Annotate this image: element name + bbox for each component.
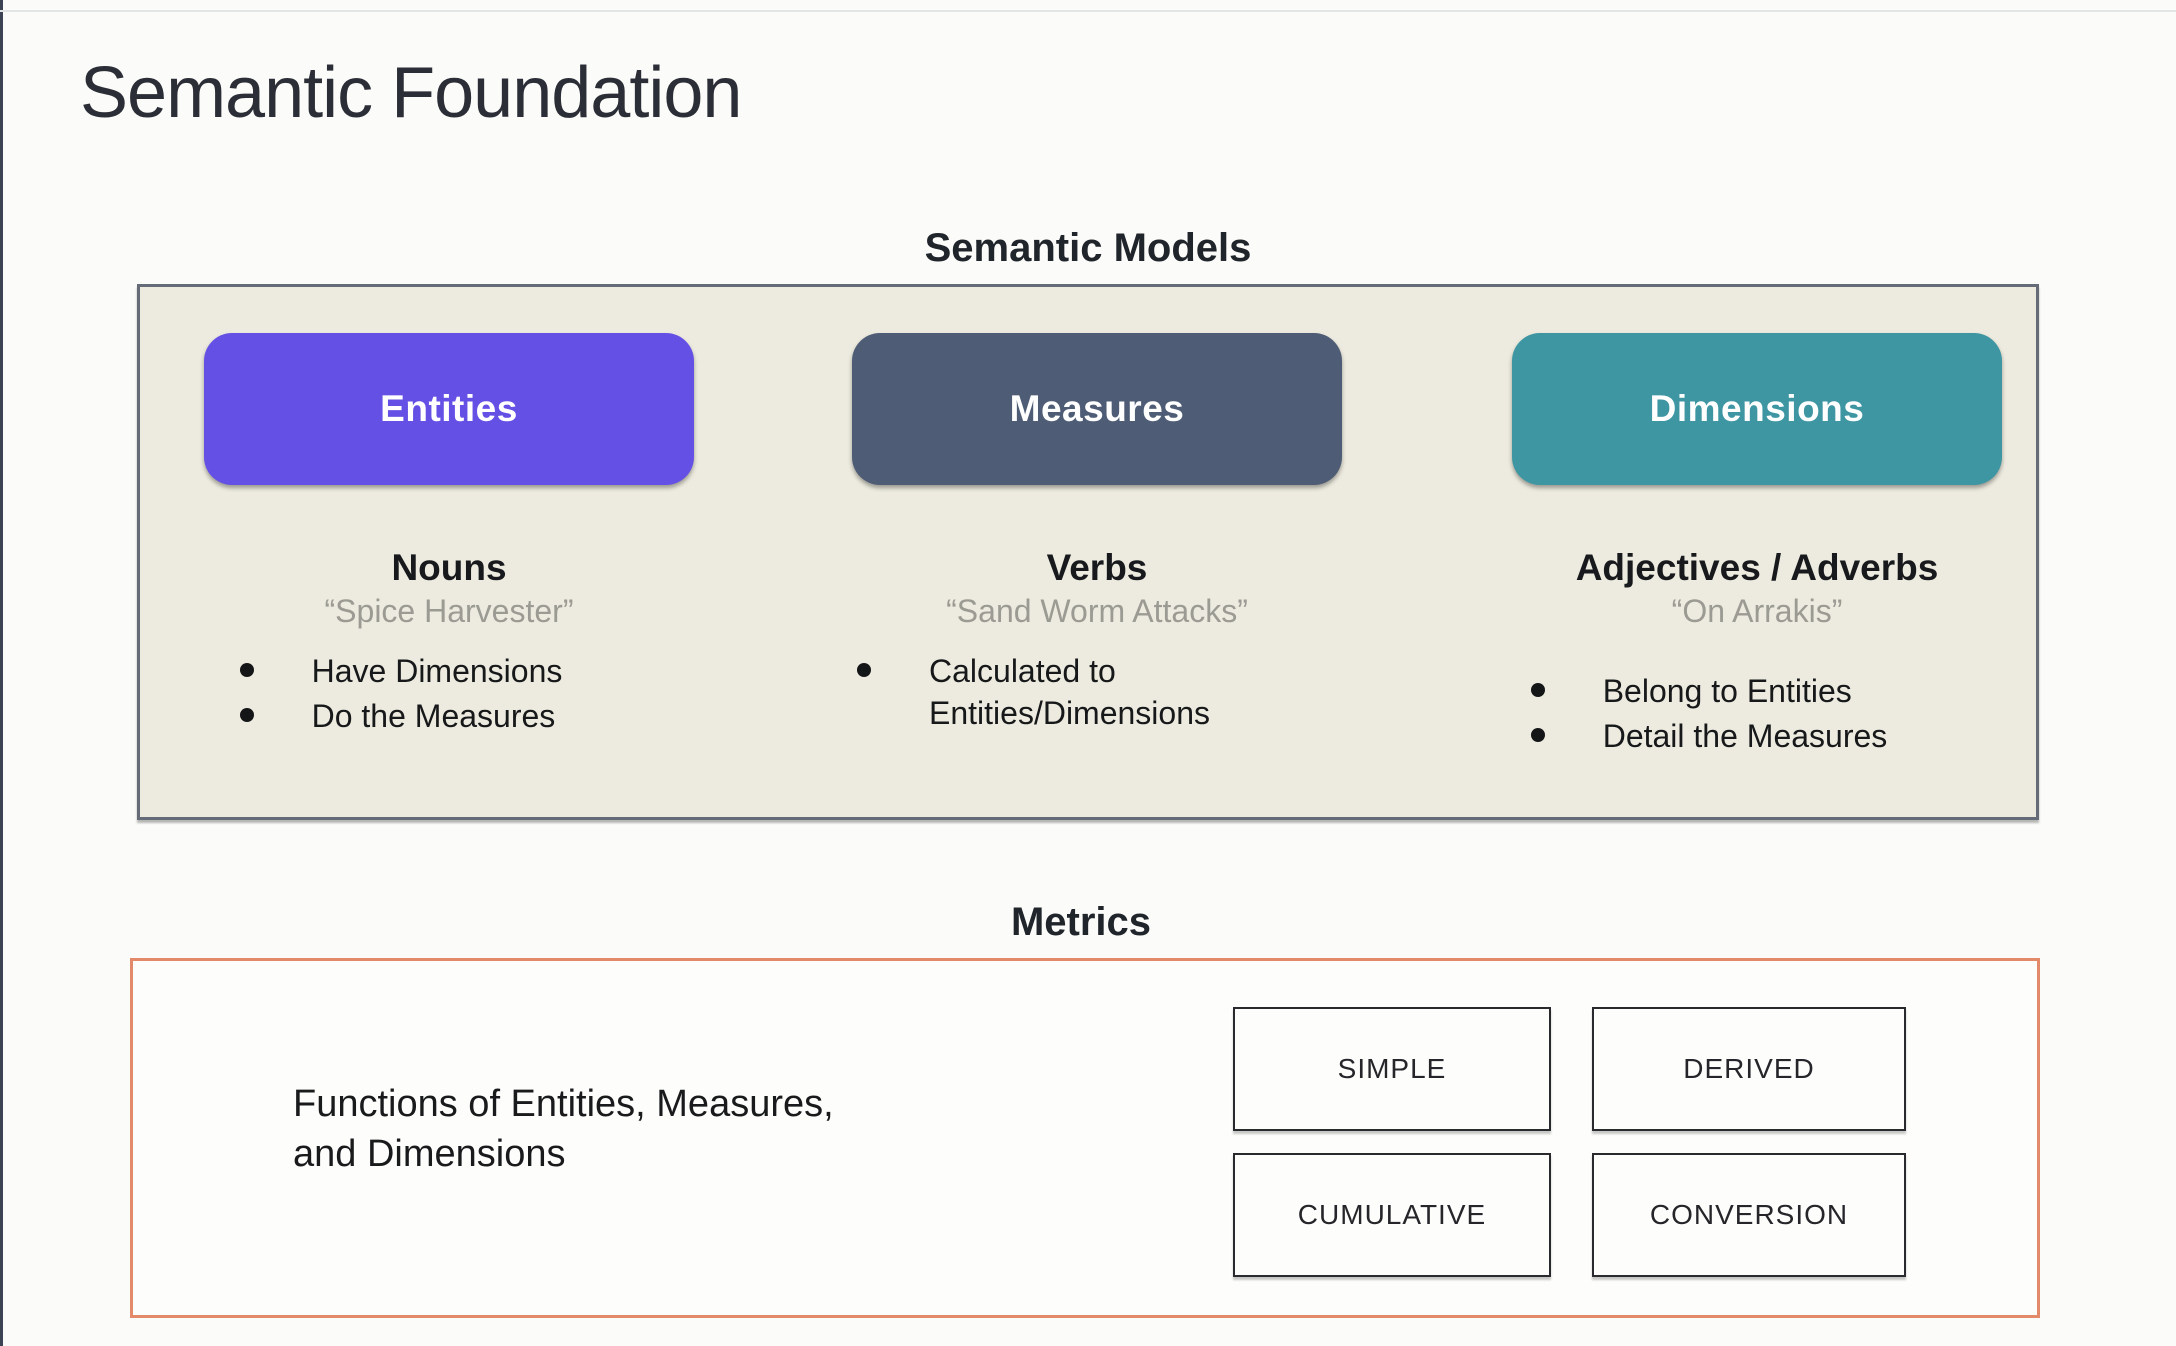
entities-heading: Nouns	[391, 547, 507, 588]
metrics-heading: Metrics	[1010, 900, 1152, 944]
dimensions-heading: Adjectives / Adverbs	[1575, 547, 1939, 588]
window-top-line	[0, 10, 2176, 12]
semantic-models-heading: Semantic Models	[924, 226, 1252, 270]
measures-heading: Verbs	[1046, 547, 1148, 588]
entities-example: “Spice Harvester”	[324, 593, 574, 629]
dimensions-example: “On Arrakis”	[1671, 593, 1843, 629]
metrics-description: Functions of Entities, Measures, and Dim…	[293, 1083, 834, 1176]
bullet-text: Calculated to Entities/Dimensions	[929, 653, 1210, 732]
slide-title: Semantic Foundation	[80, 53, 742, 133]
dimensions-column: Dimensions Adjectives / Adverbs “On Arra…	[1477, 287, 2037, 760]
measures-example: “Sand Worm Attacks”	[946, 593, 1248, 629]
metric-type-conversion: CONVERSION	[1592, 1153, 1906, 1277]
dimensions-pill: Dimensions	[1512, 333, 2002, 485]
measures-column: Measures Verbs “Sand Worm Attacks” Calcu…	[817, 287, 1377, 737]
bullet-item: Have Dimensions	[239, 650, 563, 692]
metrics-panel: Functions of Entities, Measures, and Dim…	[130, 958, 2040, 1318]
entities-bullet-list: Have Dimensions Do the Measures	[239, 650, 563, 737]
dimensions-bullet-list: Belong to Entities Detail the Measures	[1530, 670, 1888, 757]
bullet-item: Belong to Entities	[1530, 670, 1888, 712]
bullet-item: Calculated to Entities/Dimensions	[857, 650, 1241, 734]
semantic-models-panel: Entities Nouns “Spice Harvester” Have Di…	[137, 284, 2039, 820]
bullet-text: Have Dimensions	[311, 653, 563, 689]
bullet-item: Do the Measures	[239, 695, 563, 737]
metric-type-cumulative: CUMULATIVE	[1233, 1153, 1551, 1277]
bullet-text: Do the Measures	[311, 698, 556, 735]
measures-pill: Measures	[852, 333, 1342, 485]
metric-type-simple: SIMPLE	[1233, 1007, 1551, 1131]
bullet-text: Detail the Measures	[1602, 718, 1888, 755]
entities-column: Entities Nouns “Spice Harvester” Have Di…	[169, 287, 729, 740]
bullet-item: Detail the Measures	[1530, 715, 1888, 757]
entities-pill: Entities	[204, 333, 694, 485]
measures-bullet-list: Calculated to Entities/Dimensions	[857, 650, 1241, 734]
metric-type-derived: DERIVED	[1592, 1007, 1906, 1131]
window-left-border	[0, 0, 3, 1346]
bullet-text: Belong to Entities	[1602, 673, 1852, 709]
